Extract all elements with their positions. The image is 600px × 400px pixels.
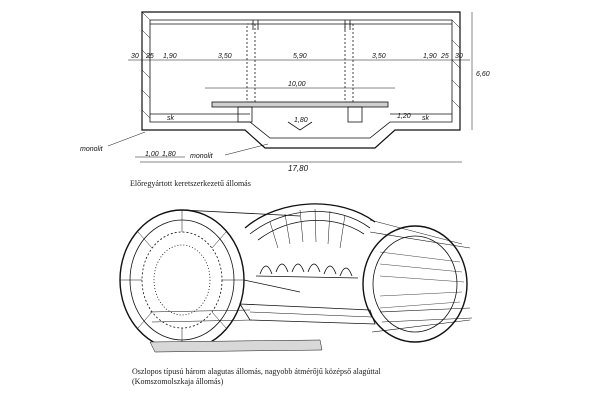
label-monolit-left: monolit: [80, 146, 104, 153]
dim-190-right: 1,90: [423, 53, 437, 60]
dim-mid: 1,80: [294, 117, 308, 124]
dim-total-width: 17,80: [288, 164, 309, 173]
caption-three-tunnel-station: Oszlopos típusú három alagutas állomás, …: [132, 367, 381, 387]
dim-30-right: 30: [455, 53, 463, 60]
caption-bottom-line1: Oszlopos típusú három alagutas állomás, …: [132, 367, 381, 376]
dim-590-center: 5,90: [293, 53, 307, 60]
label-sk-left: sk: [167, 115, 175, 122]
three-tunnel-station-cutaway: [119, 203, 473, 353]
dim-30-left: 30: [131, 53, 139, 60]
caption-precast-station: Előregyártott keretszerkezetű állomás: [130, 179, 251, 188]
dim-25-left: 25: [145, 53, 154, 60]
label-monolit-mid: monolit: [190, 153, 214, 160]
dim-25-right: 25: [440, 53, 449, 60]
dim-bottom-left-b: 1,80: [162, 151, 176, 158]
dim-height: 6,60: [476, 71, 490, 78]
dim-inner-width: 10,00: [288, 81, 306, 88]
dim-350-left: 3,50: [218, 53, 232, 60]
label-sk-right: sk: [422, 115, 430, 122]
dim-190-left: 1,90: [163, 53, 177, 60]
dim-bottom-left-a: 1,00: [145, 151, 159, 158]
caption-bottom-line2: (Komszomolszkaja állomás): [132, 377, 224, 386]
precast-frame-station-section: 30 25 1,90 3,50 5,90 3,50 1,90 25 30 10,…: [80, 11, 490, 173]
dim-right-small: 1,20: [397, 113, 411, 120]
dim-350-right: 3,50: [372, 53, 386, 60]
